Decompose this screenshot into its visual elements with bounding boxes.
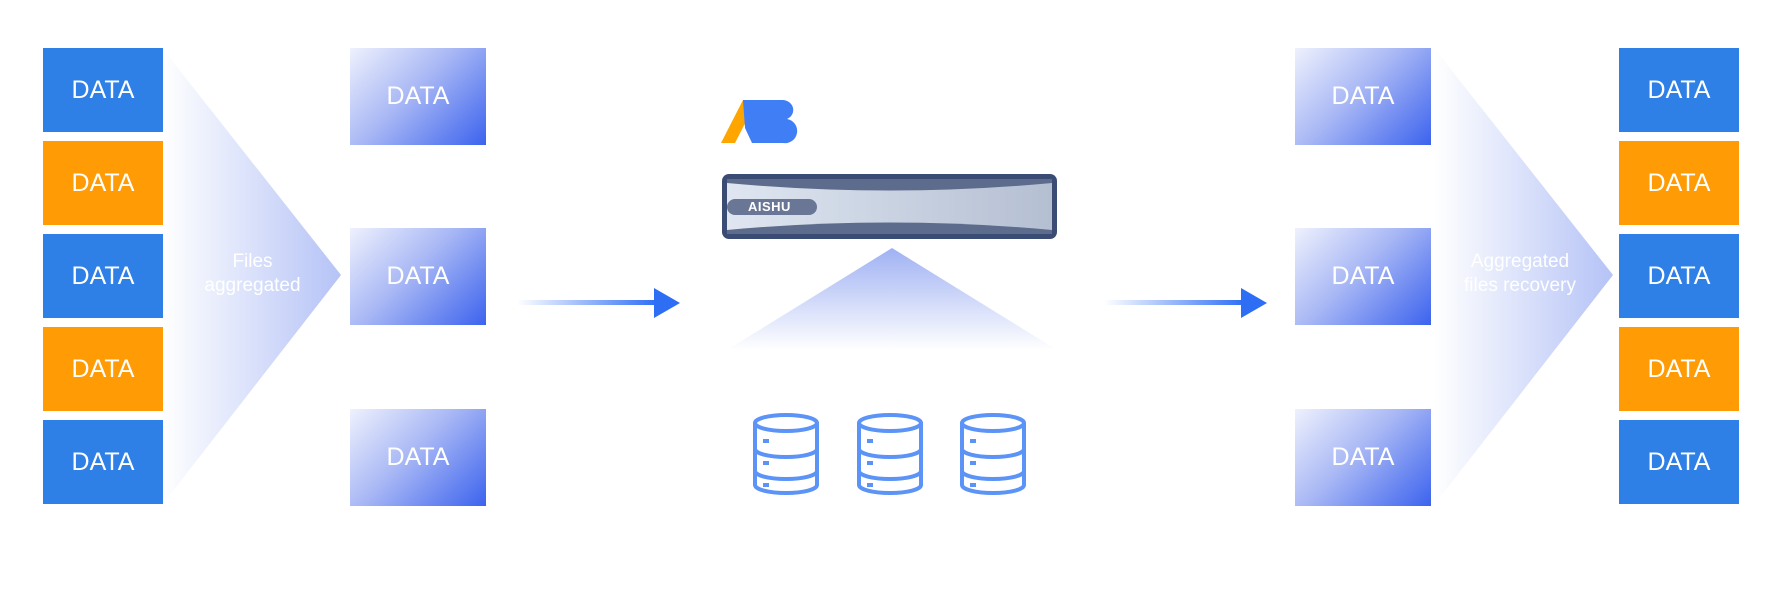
ab-logo: [721, 100, 798, 144]
aggregated-block: DATA: [350, 409, 486, 506]
label-line: files recovery: [1464, 275, 1576, 296]
data-block: DATA: [43, 234, 163, 318]
data-block: DATA: [43, 48, 163, 132]
data-block: DATA: [1619, 234, 1739, 318]
label-line: aggregated: [204, 275, 301, 296]
recovery-funnel: [1434, 48, 1613, 505]
recovery-funnel-label: Aggregated files recovery: [1440, 250, 1600, 298]
aggregate-funnel-label: Files aggregated: [180, 250, 325, 298]
data-block: DATA: [1619, 327, 1739, 411]
aggregated-block: DATA: [350, 48, 486, 145]
projection-beam: [727, 248, 1057, 350]
arrow-to-server: [517, 288, 680, 318]
recovered-block: DATA: [1295, 48, 1431, 145]
server-brand-label: AISHU: [748, 199, 791, 214]
recovered-block: DATA: [1295, 228, 1431, 325]
data-block: DATA: [1619, 48, 1739, 132]
data-block: DATA: [43, 420, 163, 504]
label-line: Files: [232, 251, 273, 272]
aggregated-block: DATA: [350, 228, 486, 325]
aggregate-funnel: [162, 48, 341, 505]
arrow-from-server: [1104, 288, 1267, 318]
server-device: [722, 174, 1057, 239]
recovered-block: DATA: [1295, 409, 1431, 506]
database-icon: [960, 413, 1027, 495]
database-icon: [857, 413, 924, 495]
data-block: DATA: [43, 327, 163, 411]
data-block: DATA: [1619, 420, 1739, 504]
data-block: DATA: [1619, 141, 1739, 225]
database-icon: [753, 413, 820, 495]
label-line: Aggregated: [1470, 251, 1570, 272]
data-block: DATA: [43, 141, 163, 225]
